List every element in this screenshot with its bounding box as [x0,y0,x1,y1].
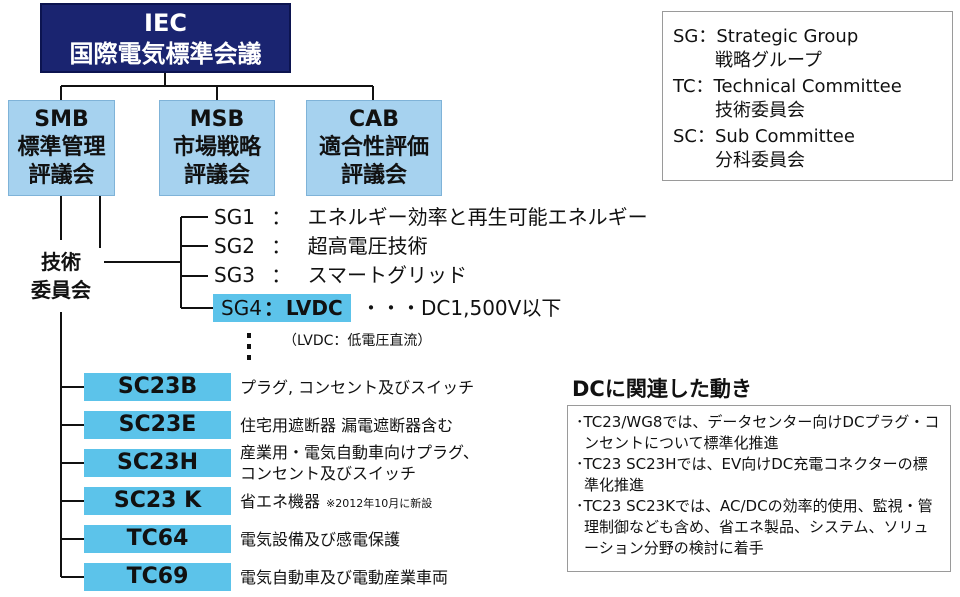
sg-separator: ： [263,296,284,320]
legend-abbr: TC [673,76,696,97]
sg-code: SG2 [214,234,255,258]
dc-item: ･TC23 SC23Hでは、EV向けDC充電コネクターの標準化推進 [576,455,928,494]
desc-note: ※2012年10月に新設 [326,497,433,510]
legend-abbr: SG [673,26,699,47]
technical-committees-label: 技術 委員会 [18,248,104,304]
sg-item-1: SG1 ： エネルギー効率と再生可能エネルギー [214,204,648,230]
lvdc-note: （LVDC：低電圧直流） [283,333,432,349]
sg-separator: ： [271,234,292,258]
committee-sc23e: SC23E [84,411,231,439]
legend-en: Strategic Group [716,26,859,47]
council-smb: SMB 標準管理 評議会 [8,100,115,196]
legend-box: SG：Strategic Group 戦略グループ TC：Technical C… [662,11,953,181]
label-line: 委員会 [31,278,91,302]
sg-name: スマートグリッド [307,263,468,287]
sg-name: LVDC [285,296,343,320]
label-line: 技術 [41,250,81,274]
council-name: 市場戦略 [172,135,261,160]
iec-box: IEC 国際電気標準会議 [40,3,291,73]
committee-sc23k: SC23 K [84,487,231,515]
committee-sc23b: SC23B [84,373,231,401]
council-abbr: CAB [349,107,399,132]
legend-ja: 技術委員会 [715,100,805,121]
council-type: 評議会 [28,163,95,188]
desc-text: 省エネ機器 [240,492,321,511]
committee-desc: 電気設備及び感電保護 [240,530,401,549]
dc-item: ･TC23 SC23Kでは、AC/DCの効率的使用、監視・管理制御なども含め、省… [576,497,933,557]
sg-name: 超高電圧技術 [307,234,428,258]
desc-line: 産業用・電気自動車向けプラグ、 [240,443,479,462]
council-abbr: SMB [34,107,89,132]
council-name: 適合性評価 [318,135,429,160]
committee-desc: 住宅用遮断器 漏電遮断器含む [240,416,454,435]
council-abbr: MSB [189,107,245,132]
council-cab: CAB 適合性評価 評議会 [306,100,442,196]
council-name: 標準管理 [17,135,106,160]
iec-subtitle: 国際電気標準会議 [69,40,262,68]
legend-sc: SC：Sub Committee [673,125,855,149]
legend-sep: ： [697,126,715,147]
dc-info-box: ･TC23/WG8では、データセンター向けDCプラグ・コンセントについて標準化推… [567,405,951,572]
committee-tc64: TC64 [84,525,231,553]
legend-tc: TC：Technical Committee [673,75,902,99]
legend-sg: SG：Strategic Group [673,25,858,49]
legend-en: Sub Committee [715,126,855,147]
legend-ja: 分科委員会 [715,150,805,171]
vertical-ellipsis [247,333,251,360]
desc-line: コンセント及びスイッチ [240,464,417,483]
legend-sep: ： [695,76,714,97]
sg-code: SG3 [214,263,255,287]
legend-ja: 戦略グループ [715,50,822,71]
dc-section-title: DCに関連した動き [572,377,752,401]
council-type: 評議会 [340,163,407,188]
sg4-detail: ・・・DC1,500V以下 [361,296,562,320]
sg-item-3: SG3 ： スマートグリッド [214,262,467,288]
legend-en: Technical Committee [713,76,902,97]
legend-sep: ： [698,26,717,47]
sg-name: エネルギー効率と再生可能エネルギー [307,205,648,229]
sg-separator: ： [271,205,292,229]
sg-separator: ： [271,263,292,287]
committee-desc: 産業用・電気自動車向けプラグ、 コンセント及びスイッチ [240,442,479,484]
iec-title: IEC [144,9,187,37]
sg-code: SG4 [221,296,262,320]
committee-desc: プラグ, コンセント及びスイッチ [240,378,475,397]
council-type: 評議会 [183,163,250,188]
committee-tc69: TC69 [84,563,231,591]
sg4-highlight: SG4：LVDC [213,294,351,322]
sg-item-4: SG4：LVDC ・・・DC1,500V以下 [213,294,562,322]
sg-code: SG1 [214,205,255,229]
committee-desc: 電気自動車及び電動産業車両 [240,568,449,587]
dc-item: ･TC23/WG8では、データセンター向けDCプラグ・コンセントについて標準化推… [576,413,940,452]
sg-item-2: SG2 ： 超高電圧技術 [214,233,428,259]
committee-desc: 省エネ機器 ※2012年10月に新設 [240,491,432,514]
legend-abbr: SC [673,126,697,147]
committee-sc23h: SC23H [84,449,231,477]
council-msb: MSB 市場戦略 評議会 [159,100,275,196]
